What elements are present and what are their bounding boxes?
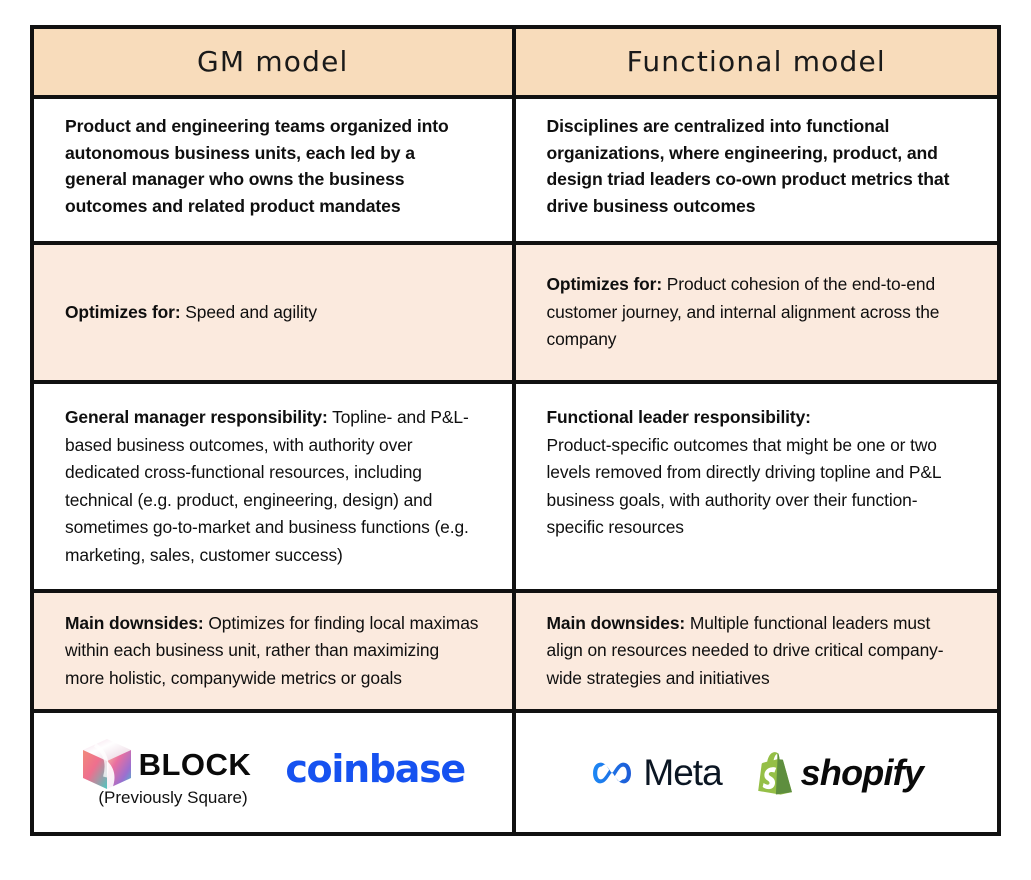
column-header-label: GM model — [196, 45, 349, 78]
logo-group-functional: Meta shopify — [589, 751, 924, 795]
table-row: General manager responsibility: Topline-… — [34, 384, 997, 593]
meta-wordmark: Meta — [643, 752, 722, 793]
cell-functional-responsibility: Functional leader responsibility: Product… — [515, 384, 997, 589]
cell-body: Product cohesion of the end-to-end custo… — [546, 274, 940, 350]
table-row-company-examples: BLOCK (Previously Square) coinbase — [34, 713, 997, 832]
cell-text: Optimizes for: Product cohesion of the e… — [547, 271, 968, 354]
cell-gm-company-examples: BLOCK (Previously Square) coinbase — [34, 713, 516, 832]
cell-label: Functional leader responsibility: — [546, 407, 811, 427]
cell-body: Topline- and P&L-based business outcomes… — [65, 407, 469, 565]
table-row: Optimizes for: Speed and agility Optimiz… — [34, 245, 997, 384]
cell-text: Main downsides: Multiple functional lead… — [547, 610, 968, 693]
table-row: Product and engineering teams organized … — [34, 99, 997, 245]
cell-body: Product-specific outcomes that might be … — [546, 434, 941, 538]
table-header-cell-gm-model: GM model — [34, 29, 516, 95]
block-wordmark: BLOCK — [138, 746, 252, 782]
cell-label: Optimizes for: — [65, 301, 181, 322]
logo-shopify: shopify — [756, 751, 924, 795]
cell-text: Product and engineering teams organized … — [65, 116, 449, 217]
meta-infinity-icon — [593, 762, 632, 783]
coinbase-wordmark: coinbase — [285, 746, 466, 791]
cell-functional-main-downsides: Main downsides: Multiple functional lead… — [515, 593, 997, 709]
cell-gm-responsibility: General manager responsibility: Topline-… — [34, 384, 516, 589]
column-header-label: Functional model — [626, 45, 886, 78]
cell-gm-optimizes-for: Optimizes for: Speed and agility — [34, 245, 516, 380]
cell-gm-definition: Product and engineering teams organized … — [34, 99, 516, 241]
shopify-wordmark: shopify — [800, 751, 924, 793]
cell-text: General manager responsibility: Topline-… — [65, 404, 482, 569]
shopify-bag-icon — [757, 751, 792, 795]
logo-block: BLOCK (Previously Square) — [81, 737, 252, 808]
cell-text: Optimizes for: Speed and agility — [65, 299, 482, 327]
block-lockup-top: BLOCK — [81, 737, 252, 791]
cell-label: Optimizes for: — [546, 274, 663, 295]
cell-body: Multiple functional leaders must align o… — [546, 612, 944, 688]
cell-functional-definition: Disciplines are centralized into functio… — [515, 99, 997, 241]
table-header-row: GM model Functional model — [34, 29, 997, 99]
cell-body: Optimizes for finding local maximas with… — [65, 612, 479, 688]
logo-group-gm: BLOCK (Previously Square) coinbase — [81, 737, 466, 808]
block-cube-icon — [82, 739, 131, 790]
table-header-cell-functional-model: Functional model — [515, 29, 997, 95]
table-row: Main downsides: Optimizes for finding lo… — [34, 593, 997, 713]
cell-text: Main downsides: Optimizes for finding lo… — [65, 610, 482, 693]
comparison-table: GM model Functional model Product and en… — [30, 25, 1001, 836]
cell-functional-optimizes-for: Optimizes for: Product cohesion of the e… — [515, 245, 997, 380]
cell-text: Functional leader responsibility: Product… — [547, 404, 968, 542]
cell-text: Disciplines are centralized into functio… — [546, 116, 950, 217]
block-subtitle: (Previously Square) — [98, 788, 248, 808]
cell-label: Main downsides: — [65, 612, 204, 633]
cell-gm-main-downsides: Main downsides: Optimizes for finding lo… — [34, 593, 516, 709]
logo-meta: Meta — [589, 752, 723, 793]
cell-functional-company-examples: Meta shopify — [515, 713, 997, 832]
cell-label: Main downsides: — [546, 612, 686, 633]
cell-body: Speed and agility — [185, 301, 317, 322]
cell-label: General manager responsibility: — [65, 407, 328, 427]
